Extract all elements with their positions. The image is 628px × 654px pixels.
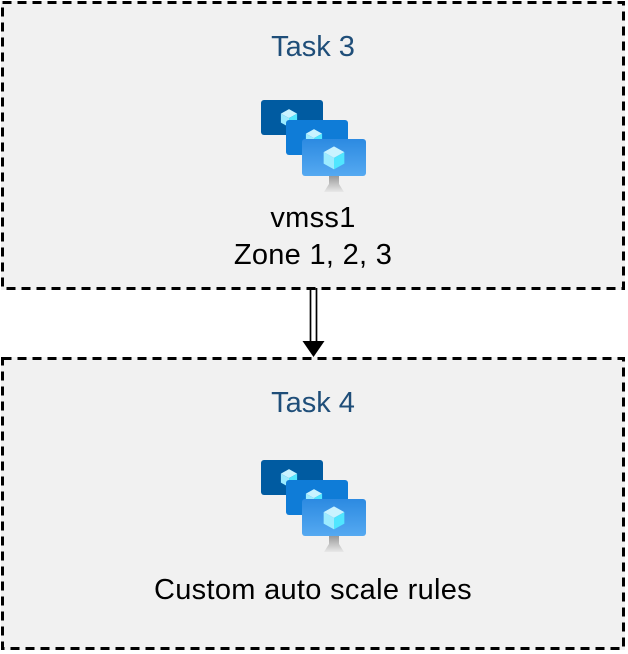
task4-box: Task 4 Custom auto scale rules [1, 357, 625, 650]
autoscale-rules-label: Custom auto scale rules [154, 574, 472, 606]
vmss-name-label: vmss1 [270, 202, 356, 234]
task3-title: Task 3 [271, 31, 355, 63]
flow-arrow-icon [302, 288, 325, 357]
zones-label: Zone 1, 2, 3 [233, 239, 393, 271]
task3-box: Task 3 vmss1 Zone 1, 2, 3 [1, 1, 625, 290]
vm-scale-sets-icon [261, 460, 366, 555]
vm-scale-sets-icon [261, 100, 366, 195]
task4-title: Task 4 [271, 387, 355, 419]
